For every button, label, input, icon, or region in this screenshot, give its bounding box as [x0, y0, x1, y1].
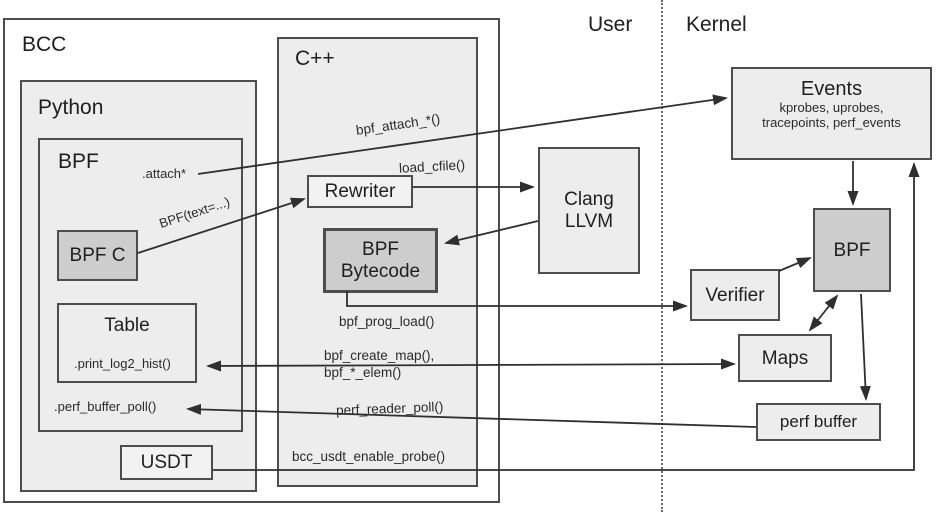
python-region-label: Python: [38, 96, 104, 119]
perf-buffer-label: perf buffer: [779, 412, 858, 431]
arrow-perf-reader-poll: [186, 403, 757, 428]
arrow-kernel-bpf-maps: [808, 294, 839, 332]
attach-label: .attach*: [142, 166, 187, 181]
bpf-prog-load-label: bpf_prog_load(): [339, 314, 435, 329]
rewriter-label: Rewriter: [324, 181, 396, 202]
bcc-region-label: BCC: [22, 33, 67, 56]
kernel-bpf-label: BPF: [833, 239, 871, 261]
bpf-bytecode-box: BPF Bytecode: [323, 228, 438, 293]
table-box: Table: [57, 303, 197, 383]
rewriter-box: Rewriter: [307, 175, 413, 208]
clang-llvm-label: Clang LLVM: [564, 188, 614, 232]
arrow-bpf-text-to-rewriter: [137, 197, 306, 254]
print-log2-hist-label: .print_log2_hist(): [74, 356, 171, 371]
bpf-bytecode-label: BPF Bytecode: [340, 238, 421, 282]
clang-llvm-box: Clang LLVM: [538, 147, 640, 274]
events-subtitle-line2: tracepoints, perf_events: [762, 115, 901, 130]
perf-buffer-poll-label: .perf_buffer_poll(): [54, 399, 157, 414]
usdt-label: USDT: [140, 452, 193, 473]
bcc-usdt-enable-probe-label: bcc_usdt_enable_probe(): [292, 449, 446, 464]
maps-label: Maps: [761, 347, 809, 369]
user-kernel-divider: [661, 0, 663, 512]
usdt-box: USDT: [120, 445, 213, 480]
maps-box: Maps: [738, 334, 832, 382]
arrow-create-map-table-maps: [206, 358, 736, 372]
arrow-verifier-to-kernel-bpf: [778, 257, 812, 272]
verifier-label: Verifier: [705, 284, 765, 306]
arrow-usdt-enable-probe-to-events: [213, 162, 920, 471]
bpf-create-map-line1: bpf_create_map(),: [324, 348, 435, 363]
events-box: Events kprobes, uprobes, tracepoints, pe…: [731, 67, 932, 160]
bpf-c-label: BPF C: [69, 245, 126, 266]
bpf-create-map-line2: bpf_*_elem(): [324, 365, 402, 380]
user-region-label: User: [588, 13, 633, 36]
arrow-attach-to-events: [197, 94, 728, 175]
arrow-clang-to-bytecode: [444, 220, 539, 246]
bpf-c-box: BPF C: [57, 230, 138, 281]
events-title: Events: [800, 78, 863, 100]
table-label: Table: [104, 315, 150, 336]
bpf-create-map-label: bpf_create_map(), bpf_*_elem(): [324, 347, 434, 381]
kernel-bpf-box: BPF: [813, 208, 891, 292]
arrow-kernel-bpf-to-perf-buffer: [859, 293, 871, 401]
python-bpf-label: BPF: [58, 150, 99, 173]
perf-buffer-box: perf buffer: [756, 403, 881, 441]
kernel-region-label: Kernel: [686, 13, 747, 36]
verifier-box: Verifier: [690, 269, 780, 321]
python-bpf-box: [38, 138, 243, 432]
arrow-bpf-prog-load-to-verifier: [346, 291, 688, 312]
events-subtitle-line1: kprobes, uprobes,: [779, 100, 884, 115]
cpp-region-label: C++: [295, 47, 335, 70]
